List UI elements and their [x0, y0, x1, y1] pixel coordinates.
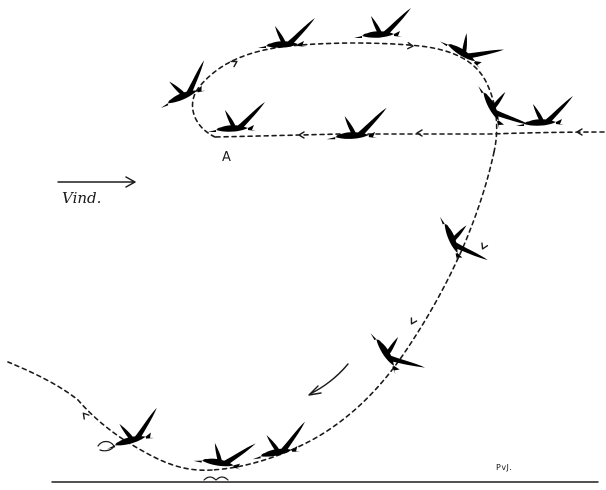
- loop-flight-path: [191, 42, 498, 153]
- tern-figure: [248, 421, 310, 460]
- direction-arrow: [416, 129, 423, 137]
- fish-sketch: [97, 440, 115, 452]
- direction-arrow: [298, 131, 305, 139]
- direction-arrow: [408, 317, 418, 327]
- tern-figure: [440, 206, 488, 271]
- motion-arrow: [309, 363, 349, 395]
- tern-figure: [150, 60, 215, 108]
- direction-arrow: [80, 410, 90, 420]
- splash-sketch: [203, 476, 229, 481]
- tern-figure: [370, 318, 426, 383]
- dive-flight-path: [211, 151, 495, 471]
- incoming-flight-path: [214, 131, 605, 138]
- point-a-label: A: [222, 150, 231, 165]
- direction-arrow: [479, 242, 489, 251]
- tern-figure: [478, 73, 530, 138]
- tern-figure: [354, 8, 411, 38]
- tern-figure: [440, 16, 504, 75]
- motion-arrowhead: [308, 385, 322, 396]
- wind-label: Vind.: [62, 189, 102, 207]
- wind-arrowhead: [125, 176, 136, 188]
- tern-figure: [193, 431, 256, 473]
- tern-figure: [208, 102, 265, 132]
- artist-signature: PvJ.: [496, 463, 513, 472]
- tern-figure: [516, 96, 573, 126]
- tern-figure: [258, 18, 315, 48]
- departure-flight-path: [7, 361, 213, 471]
